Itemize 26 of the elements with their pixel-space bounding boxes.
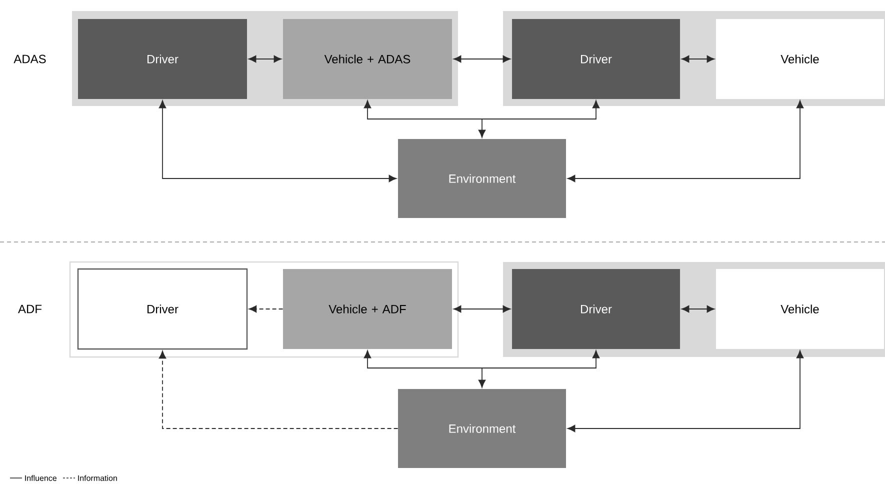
process-box: Driver [78, 19, 247, 99]
arrow [453, 55, 511, 63]
process-box: Vehicle [716, 19, 884, 99]
process-box: Driver [77, 268, 248, 350]
process-box: Vehicle + ADAS [283, 19, 452, 99]
arrow [248, 305, 284, 313]
arrow [453, 305, 511, 313]
arrow [681, 305, 715, 313]
arrow [681, 55, 715, 63]
legend-entry: Information [62, 475, 117, 481]
row-label: ADF [18, 304, 42, 314]
environment-box: Environment [398, 389, 566, 468]
arrow [158, 100, 397, 182]
arrow [567, 350, 804, 432]
row-label: ADAS [14, 54, 46, 64]
arrow [364, 350, 600, 388]
arrow [364, 100, 600, 138]
environment-box: Environment [398, 139, 566, 218]
arrow [158, 350, 398, 429]
process-box: Vehicle [716, 269, 884, 349]
process-box: Vehicle + ADF [283, 269, 452, 349]
arrow [567, 100, 804, 182]
process-box: Driver [512, 19, 680, 99]
legend-entry: Influence [10, 475, 56, 481]
process-box: Driver [512, 269, 680, 349]
arrow [248, 55, 282, 63]
